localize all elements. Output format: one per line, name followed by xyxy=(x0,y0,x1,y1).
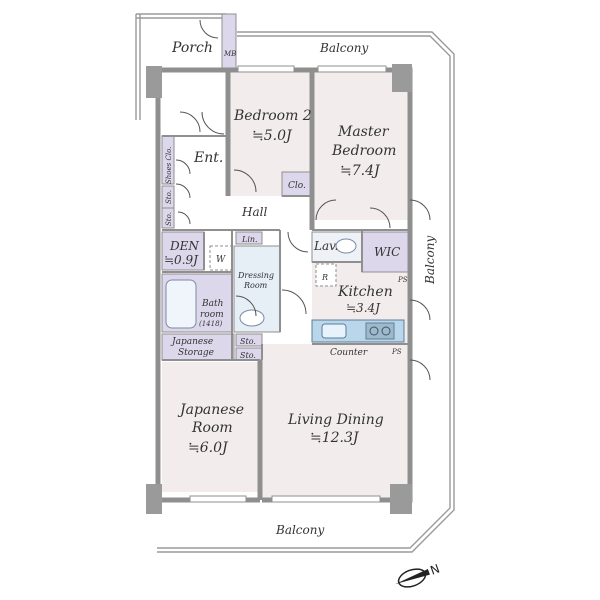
master-name-2: Bedroom xyxy=(331,143,396,159)
room-labels: Porch MB Ent. Shoes Clo. Sto. Sto. Bedro… xyxy=(164,40,437,537)
shoes-closet-label: Shoes Clo. xyxy=(165,147,173,184)
storage-label-4: Sto. xyxy=(240,351,256,360)
master-bedroom-floor xyxy=(314,70,410,220)
washer-label: W xyxy=(216,255,226,265)
lavatory-label: Lav. xyxy=(313,239,338,253)
windows xyxy=(189,65,387,503)
den-label: DEN xyxy=(169,239,199,253)
master-size: ≒7.4J xyxy=(340,163,381,179)
ps-label-2: PS xyxy=(391,348,402,356)
living-dining-size: ≒12.3J xyxy=(310,430,360,446)
storage-2 xyxy=(161,207,175,229)
ps-label-1: PS xyxy=(397,276,408,284)
burner-2 xyxy=(381,326,391,336)
bath-label-2: room xyxy=(200,310,224,320)
refrigerator-label: R xyxy=(321,273,328,282)
balcony-bottom-label: Balcony xyxy=(275,523,324,537)
sink xyxy=(321,323,347,339)
linen-storage xyxy=(235,231,263,245)
master-name-1: Master xyxy=(337,124,390,140)
svg-text:N: N xyxy=(428,562,441,578)
japanese-room-size: ≒6.0J xyxy=(188,440,229,456)
dressing-label-2: Room xyxy=(243,281,268,290)
living-dining-floor xyxy=(262,344,410,498)
kitchen-counter xyxy=(311,319,405,343)
japanese-room-name-1: Japanese xyxy=(177,402,244,418)
bath-label-1: Bath xyxy=(201,299,223,309)
bedroom2-size: ≒5.0J xyxy=(252,128,293,144)
storage-label-2: Sto. xyxy=(165,212,173,226)
door-swings xyxy=(175,19,431,381)
dressing-label-1: Dressing xyxy=(237,271,274,280)
bathtub xyxy=(165,279,197,329)
washer-space xyxy=(209,245,233,271)
storage-areas xyxy=(161,13,409,361)
den-size: ≒0.9J xyxy=(164,253,199,267)
hall-label: Hall xyxy=(241,205,267,219)
storage-label-3: Sto. xyxy=(240,337,256,346)
japanese-room-name-2: Room xyxy=(191,420,233,436)
bedroom2-name: Bedroom 2 xyxy=(233,108,312,124)
japanese-storage xyxy=(161,333,235,361)
pillars xyxy=(146,64,412,514)
entrance-label: Ent. xyxy=(193,150,223,166)
burner-1 xyxy=(369,326,379,336)
mb-storage xyxy=(221,13,237,69)
toilet xyxy=(335,238,357,254)
inner-walls xyxy=(162,135,410,361)
storage-3 xyxy=(235,333,263,347)
balcony-right-label: Balcony xyxy=(423,236,437,285)
japanese-storage-label-2: Storage xyxy=(178,348,214,358)
living-dining-name: Living Dining xyxy=(287,412,384,428)
storage-label-1: Sto. xyxy=(165,190,173,204)
washbasin xyxy=(239,309,265,327)
wic-label: WIC xyxy=(374,245,400,259)
wic-floor xyxy=(361,231,409,273)
porch-label: Porch xyxy=(171,40,213,56)
japanese-room-floor xyxy=(162,362,260,492)
mb-label: MB xyxy=(223,50,236,58)
wet-areas xyxy=(161,231,363,333)
closet-label: Clo. xyxy=(288,181,306,191)
balcony-top-label: Balcony xyxy=(319,41,368,55)
refrigerator-space xyxy=(315,263,337,287)
balcony-railing xyxy=(135,13,455,553)
counter-label: Counter xyxy=(330,348,368,358)
linen-label: Lin. xyxy=(241,235,258,244)
kitchen-size: ≒3.4J xyxy=(346,301,381,315)
bath-size: (1418) xyxy=(199,320,223,328)
compass-icon: N xyxy=(395,562,442,588)
japanese-storage-label-1: Japanese xyxy=(170,337,213,347)
kitchen-name: Kitchen xyxy=(337,284,393,300)
